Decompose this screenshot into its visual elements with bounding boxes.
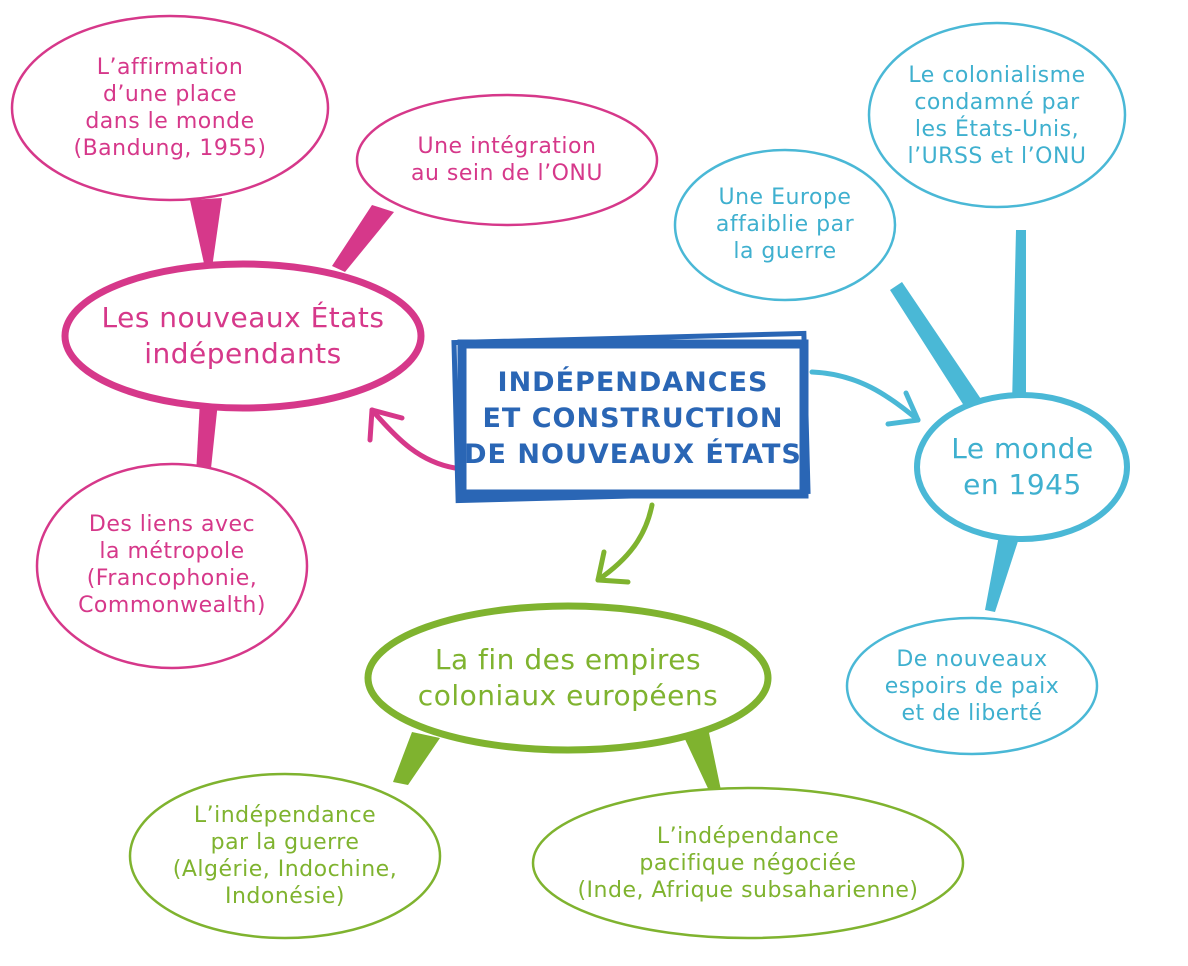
- espoirs-label: De nouveaux espoirs de paix et de libert…: [884, 646, 1060, 726]
- connector-pink-affirmation: [190, 198, 222, 268]
- connector-blue-europe: [890, 282, 985, 412]
- connector-blue-espoirs: [985, 530, 1020, 612]
- bubble-monde-1945: [914, 392, 1130, 542]
- connector-pink-onu: [332, 205, 394, 272]
- europe-affaiblie-label: Une Europe affaiblie par la guerre: [715, 184, 855, 264]
- independance-pacifique-label: L’indépendance pacifique négociée (Inde,…: [577, 823, 919, 903]
- arrow-to-fin-empires: [595, 502, 655, 585]
- fin-empires-label: La fin des empires coloniaux européens: [417, 643, 719, 712]
- colonialisme-label: Le colonialisme condamné par les États-U…: [907, 63, 1087, 169]
- bubble-colonialisme: [867, 21, 1127, 209]
- central-title: INDÉPENDANCES ET CONSTRUCTION DE NOUVEAU…: [462, 344, 804, 494]
- connector-green-guerre: [393, 732, 440, 785]
- bubble-liens-metropole: [35, 462, 309, 670]
- arrow-to-monde-1945: [809, 369, 921, 427]
- affirmation-label: L’affirmation d’une place dans le monde …: [73, 55, 267, 161]
- bubble-independance-pacifique: [531, 786, 965, 940]
- bubble-espoirs: [845, 616, 1099, 756]
- bubble-affirmation: [10, 14, 330, 202]
- central-title-line-3: DE NOUVEAUX ÉTATS: [464, 439, 802, 470]
- connector-pink-liens: [196, 400, 218, 478]
- bubble-europe-affaiblie: [673, 148, 897, 302]
- bubble-nouveaux-etats: [61, 260, 425, 412]
- central-title-line-1: INDÉPENDANCES: [497, 367, 769, 398]
- monde-1945-label: Le monde en 1945: [951, 432, 1094, 501]
- liens-metropole-label: Des liens avec la métropole (Francophoni…: [78, 512, 266, 618]
- integration-onu-label: Une intégration au sein de l’ONU: [411, 134, 603, 186]
- bubble-integration-onu: [355, 93, 659, 227]
- bubble-fin-empires: [364, 602, 772, 754]
- independance-guerre-label: L’indépendance par la guerre (Algérie, I…: [172, 803, 398, 909]
- central-box: [457, 339, 809, 499]
- connector-green-pacifique: [683, 728, 722, 797]
- arrow-to-nouveaux-etats: [367, 407, 458, 471]
- bubble-independance-guerre: [128, 772, 442, 940]
- connector-blue-colonialisme: [1012, 230, 1026, 405]
- central-title-line-2: ET CONSTRUCTION: [482, 403, 784, 434]
- nouveaux-etats-label: Les nouveaux États indépendants: [101, 301, 385, 370]
